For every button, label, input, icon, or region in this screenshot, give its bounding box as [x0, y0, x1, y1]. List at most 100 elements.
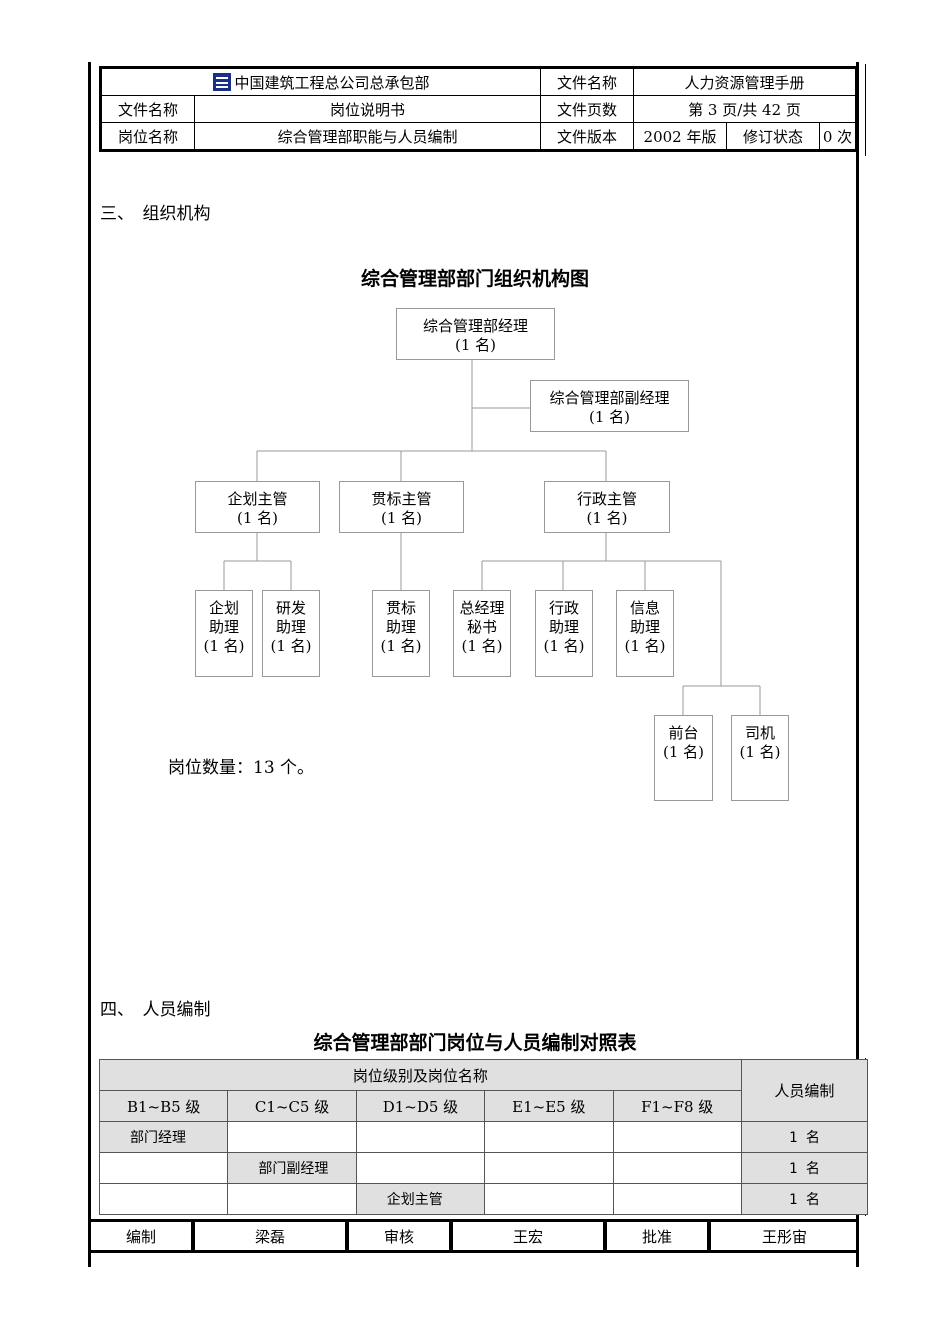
version-label: 文件版本 [540, 122, 635, 152]
table-row: 部门副经理 1 名 [98, 1152, 869, 1184]
org-box-line: 助理 [548, 618, 579, 636]
approved-by: 王彤宙 [711, 1219, 858, 1253]
table-cell: 企划主管 [355, 1183, 486, 1215]
signoff-divider [449, 1219, 453, 1253]
org-box-count: (1 名) [624, 637, 666, 655]
org-box-line: 助理 [208, 618, 239, 636]
org-box-count: (1 名) [380, 637, 422, 655]
staffing-header: 人员编制 [740, 1059, 869, 1122]
org-box-line: 信息 [629, 599, 660, 617]
table-cell [98, 1152, 229, 1184]
org-box-title: 综合管理部副经理 [549, 389, 670, 407]
org-box-line: 总经理 [459, 599, 505, 617]
org-box-rd-assistant: 研发 助理 (1 名) [262, 590, 320, 677]
org-box-count: (1 名) [461, 637, 503, 655]
org-box-count: (1 名) [739, 743, 781, 761]
org-box-reception: 前台 (1 名) [654, 715, 713, 801]
level-header-f: F1~F8 级 [612, 1090, 742, 1122]
org-box-count: (1 名) [588, 408, 631, 426]
org-box-standards-assistant: 贯标 助理 (1 名) [372, 590, 430, 677]
org-box-title: 行政主管 [576, 490, 637, 508]
signoff-divider [191, 1219, 195, 1253]
signoff-bar: 编制 梁磊 审核 王宏 批准 王彤宙 [91, 1219, 858, 1253]
level-group-header: 岗位级别及岗位名称 [99, 1059, 742, 1091]
table-cell: 部门副经理 [227, 1152, 357, 1184]
org-box-title: 前台 [668, 724, 699, 742]
reviewed-by: 王宏 [453, 1219, 603, 1253]
org-box-count: (1 名) [236, 509, 279, 527]
table-cell [484, 1183, 614, 1215]
table-cell-count: 1 名 [740, 1183, 869, 1215]
level-header-e: E1~E5 级 [484, 1090, 614, 1122]
staffing-table-title: 综合管理部部门岗位与人员编制对照表 [313, 1032, 637, 1054]
org-box-count: (1 名) [543, 637, 585, 655]
company-logo-icon [212, 72, 231, 91]
revision-value: 0 次 [819, 122, 858, 152]
org-box-line: 助理 [275, 618, 306, 636]
compiled-by: 梁磊 [195, 1219, 345, 1253]
org-box-line: 助理 [629, 618, 660, 636]
org-box-count: (1 名) [586, 509, 628, 527]
table-cell: 部门经理 [98, 1121, 229, 1153]
table-cell [612, 1152, 742, 1184]
org-box-driver: 司机 (1 名) [731, 715, 789, 801]
position-count: 岗位数量：13 个。 [168, 758, 315, 778]
org-box-manager: 综合管理部经理 (1 名) [396, 308, 555, 360]
signoff-divider [603, 1219, 607, 1253]
org-box-line: 贯标 [385, 599, 416, 617]
staffing-table: 岗位级别及岗位名称 人员编制 B1~B5 级 C1~C5 级 D1~D5 级 E… [98, 1059, 869, 1215]
approved-label: 批准 [607, 1219, 707, 1253]
org-box-admin-supervisor: 行政主管 (1 名) [544, 481, 670, 533]
org-box-line: 研发 [275, 599, 306, 617]
page-frame-shadow [865, 64, 866, 156]
org-box-standards-supervisor: 贯标主管 (1 名) [339, 481, 464, 533]
org-box-planning-assistant: 企划 助理 (1 名) [195, 590, 253, 677]
level-header-d: D1~D5 级 [355, 1090, 486, 1122]
revision-label: 修订状态 [726, 122, 821, 152]
reviewed-label: 审核 [349, 1219, 449, 1253]
table-row: 企划主管 1 名 [98, 1183, 869, 1215]
org-box-admin-assistant: 行政 助理 (1 名) [535, 590, 593, 677]
version-value: 2002 年版 [633, 122, 728, 152]
level-header-b: B1~B5 级 [98, 1090, 229, 1122]
doc-name-value: 人力资源管理手册 [633, 66, 858, 96]
table-cell-count: 1 名 [740, 1152, 869, 1184]
file-name-value: 岗位说明书 [193, 95, 542, 123]
org-box-count: (1 名) [380, 509, 423, 527]
org-box-gm-secretary: 总经理 秘书 (1 名) [453, 590, 511, 677]
table-cell [355, 1121, 486, 1153]
table-cell [98, 1183, 229, 1215]
org-box-title: 贯标主管 [371, 490, 432, 508]
page-frame-right [856, 62, 859, 1267]
org-box-line: 企划 [208, 599, 239, 617]
org-box-count: (1 名) [454, 336, 497, 354]
table-cell [355, 1152, 486, 1184]
section-four-heading: 四、 人员编制 [100, 1000, 211, 1020]
position-label: 岗位名称 [99, 122, 195, 152]
compiled-label: 编制 [91, 1219, 191, 1253]
org-box-line: 助理 [385, 618, 416, 636]
org-box-deputy-manager: 综合管理部副经理 (1 名) [530, 380, 689, 432]
table-cell [484, 1121, 614, 1153]
file-name-label: 文件名称 [99, 95, 195, 123]
table-cell [227, 1121, 357, 1153]
org-chart-title: 综合管理部部门组织机构图 [360, 268, 589, 290]
org-box-title: 企划主管 [227, 490, 288, 508]
org-box-line: 行政 [548, 599, 579, 617]
signoff-divider [345, 1219, 349, 1253]
org-box-planning-supervisor: 企划主管 (1 名) [195, 481, 320, 533]
company-name: 中国建筑工程总公司总承包部 [234, 73, 430, 92]
org-box-info-assistant: 信息 助理 (1 名) [616, 590, 674, 677]
org-box-count: (1 名) [270, 637, 312, 655]
page-frame-left [88, 62, 91, 1267]
pages-label: 文件页数 [540, 95, 635, 123]
org-box-title: 司机 [744, 724, 775, 742]
org-box-count: (1 名) [203, 637, 245, 655]
table-row: 部门经理 1 名 [98, 1121, 869, 1153]
org-box-title: 综合管理部经理 [422, 317, 528, 335]
table-cell [484, 1152, 614, 1184]
table-cell [227, 1183, 357, 1215]
level-header-c: C1~C5 级 [227, 1090, 357, 1122]
doc-name-label: 文件名称 [540, 66, 635, 96]
table-cell-count: 1 名 [740, 1121, 869, 1153]
